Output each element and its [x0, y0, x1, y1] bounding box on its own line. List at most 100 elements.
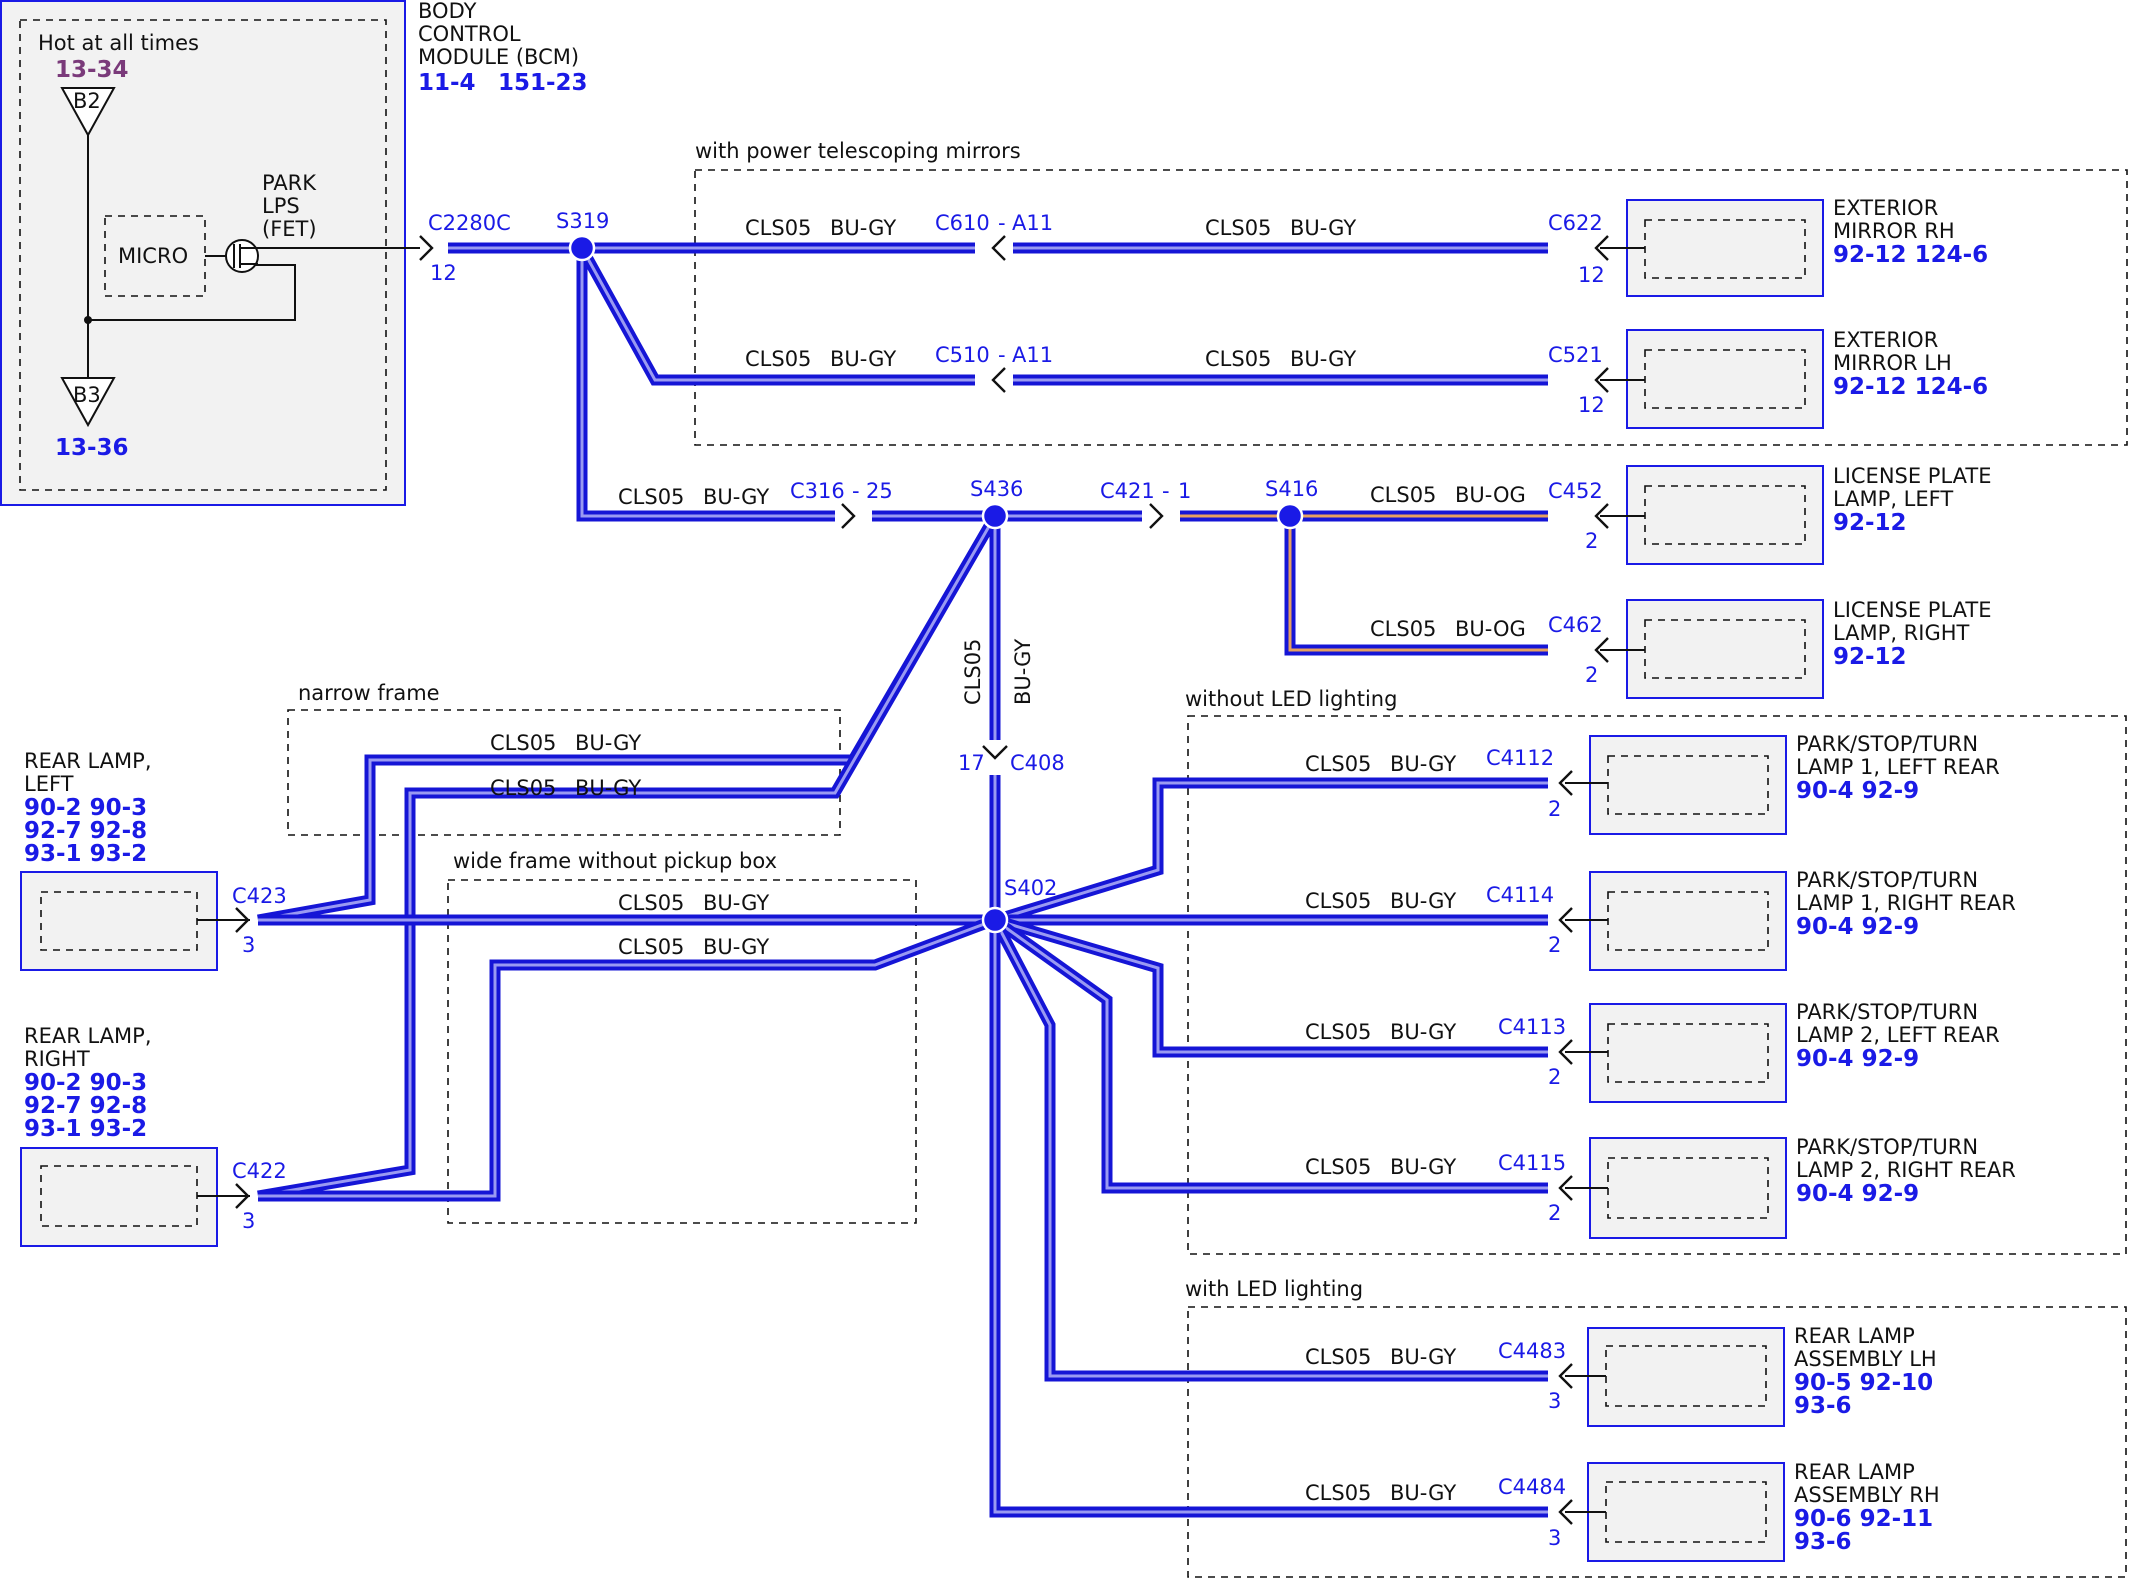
- component-rear-lamp-right: REAR LAMP, RIGHT 90-2 90-3 92-7 92-8 93-…: [20, 1024, 287, 1247]
- connector-c4113-pin: 2: [1548, 1065, 1561, 1089]
- wire-label-color: BU-GY: [703, 891, 769, 915]
- wire-label-color: BU-GY: [1390, 889, 1456, 913]
- group-without-led: [1187, 715, 2127, 1255]
- component-park-stop-turn-lamp-2-left-rear: C4113 2 PARK/STOP/TURN LAMP 2, LEFT REAR…: [1498, 1000, 2000, 1103]
- bcm-title-line-1: BODY: [418, 0, 477, 23]
- connector-c4112-pin: 2: [1548, 797, 1561, 821]
- wire-label-circuit: CLS05: [490, 731, 556, 755]
- connector-c462-pin: 2: [1585, 663, 1598, 687]
- wire-label-color: BU-GY: [1290, 347, 1356, 371]
- plate-right-name-1: LICENSE PLATE: [1833, 598, 1991, 622]
- group-with-led-label: with LED lighting: [1185, 1277, 1363, 1301]
- rear-lh-name-1: REAR LAMP: [1794, 1324, 1915, 1348]
- connector-c462-label: C462: [1548, 613, 1603, 637]
- rear-right-name-2: RIGHT: [24, 1047, 90, 1071]
- hot-at-all-times-label: Hot at all times: [38, 31, 199, 55]
- connector-c421-label: C421: [1100, 479, 1155, 503]
- fuse-b2-reference: 13-34: [55, 57, 129, 83]
- connector-c4483-pin: 3: [1548, 1389, 1561, 1413]
- connector-c4114-pin: 2: [1548, 933, 1561, 957]
- wire-label-color: BU-GY: [830, 347, 896, 371]
- wire-s436-c408-color: BU-GY: [1011, 639, 1035, 705]
- mirror-rh-name-1: EXTERIOR: [1833, 196, 1938, 220]
- pst-2r-name-2: LAMP 2, RIGHT REAR: [1796, 1158, 2016, 1182]
- connector-c4114-label: C4114: [1486, 883, 1554, 907]
- connector-c422-pin: 3: [242, 1209, 255, 1233]
- group-narrow-frame-label: narrow frame: [298, 681, 440, 705]
- component-license-plate-lamp-right: C462 2 LICENSE PLATE LAMP, RIGHT 92-12: [1548, 598, 1991, 699]
- plate-left-name-2: LAMP, LEFT: [1833, 487, 1953, 511]
- connector-c521-label: C521: [1548, 343, 1603, 367]
- connector-c622-label: C622: [1548, 211, 1603, 235]
- rear-right-refs-2: 92-7 92-8: [24, 1093, 147, 1119]
- pst-1l-refs: 90-4 92-9: [1796, 778, 1919, 804]
- component-park-stop-turn-lamp-1-left-rear: C4112 2 PARK/STOP/TURN LAMP 1, LEFT REAR…: [1486, 732, 2000, 835]
- connector-c452-label: C452: [1548, 479, 1603, 503]
- connector-c610-label: C610: [935, 211, 990, 235]
- mirror-lh-name-2: MIRROR LH: [1833, 351, 1952, 375]
- connector-c510-label: C510: [935, 343, 990, 367]
- component-rear-lamp-assembly-rh: C4484 3 REAR LAMP ASSEMBLY RH 90-6 92-11…: [1498, 1460, 1940, 1562]
- rear-left-refs-3: 93-1 93-2: [24, 841, 147, 867]
- wire-label-color: BU-OG: [1455, 617, 1526, 641]
- connector-c510-separator: -: [998, 343, 1006, 367]
- component-park-stop-turn-lamp-2-right-rear: C4115 2 PARK/STOP/TURN LAMP 2, RIGHT REA…: [1498, 1135, 2016, 1239]
- splice-s319: [568, 234, 596, 262]
- rear-lh-refs-2: 93-6: [1794, 1393, 1852, 1419]
- wire-label-color: BU-GY: [1390, 1345, 1456, 1369]
- component-exterior-mirror-rh: C622 12 EXTERIOR MIRROR RH 92-12 124-6: [1548, 196, 1988, 297]
- wire-label-circuit: CLS05: [1305, 1345, 1371, 1369]
- connector-c421-separator: -: [1162, 479, 1170, 503]
- bcm-outline: [0, 0, 406, 506]
- bcm-title-line-3: MODULE (BCM): [418, 45, 579, 69]
- rear-lh-name-2: ASSEMBLY LH: [1794, 1347, 1937, 1371]
- connector-c4115-pin: 2: [1548, 1201, 1561, 1225]
- connector-c4113-label: C4113: [1498, 1015, 1566, 1039]
- pst-1r-name-1: PARK/STOP/TURN: [1796, 868, 1978, 892]
- bcm-reference-b: 151-23: [498, 70, 588, 96]
- rear-right-refs-1: 90-2 90-3: [24, 1070, 147, 1096]
- group-wide-frame: [447, 879, 917, 1224]
- wire-s402-c4484: [989, 920, 1548, 1518]
- group-narrow-frame: [287, 709, 841, 836]
- plate-left-name-1: LICENSE PLATE: [1833, 464, 1991, 488]
- park-lps-label-line-1: PARK: [262, 171, 317, 195]
- rear-left-name-2: LEFT: [24, 772, 74, 796]
- wire-label-circuit: CLS05: [1305, 1020, 1371, 1044]
- wire-label-circuit: CLS05: [745, 347, 811, 371]
- rear-left-refs-1: 90-2 90-3: [24, 795, 147, 821]
- connector-c2280c-label: C2280C: [428, 211, 511, 235]
- pst-2l-name-2: LAMP 2, LEFT REAR: [1796, 1023, 2000, 1047]
- wire-label-color: BU-GY: [575, 731, 641, 755]
- pst-2r-name-1: PARK/STOP/TURN: [1796, 1135, 1978, 1159]
- connector-c521-pin: 12: [1578, 393, 1605, 417]
- connector-c4483-label: C4483: [1498, 1339, 1566, 1363]
- wire-label-color: BU-GY: [703, 485, 769, 509]
- splice-s416-label: S416: [1265, 477, 1318, 501]
- mirror-rh-refs: 92-12 124-6: [1833, 242, 1988, 268]
- fuse-b3-label: B3: [73, 383, 101, 407]
- wire-label-color: BU-GY: [1290, 216, 1356, 240]
- wire-s402-c4112: [993, 777, 1548, 926]
- rear-rh-name-2: ASSEMBLY RH: [1794, 1483, 1940, 1507]
- wire-label-circuit: CLS05: [745, 216, 811, 240]
- splice-s436-label: S436: [970, 477, 1023, 501]
- mirror-rh-name-2: MIRROR RH: [1833, 219, 1955, 243]
- wire-label-circuit: CLS05: [1370, 617, 1436, 641]
- splice-s416: [1276, 502, 1304, 530]
- group-power-telescoping-mirrors: [694, 169, 2128, 446]
- rear-rh-refs-2: 93-6: [1794, 1529, 1852, 1555]
- wire-label-circuit: CLS05: [1305, 752, 1371, 776]
- wire-label-circuit: CLS05: [1205, 347, 1271, 371]
- connector-c421-pin: 1: [1178, 479, 1191, 503]
- wire-label-circuit: CLS05: [1305, 1155, 1371, 1179]
- park-lps-label-line-3: (FET): [262, 217, 317, 241]
- rear-lh-refs-1: 90-5 92-10: [1794, 1370, 1933, 1396]
- component-rear-lamp-assembly-lh: C4483 3 REAR LAMP ASSEMBLY LH 90-5 92-10…: [1498, 1324, 1937, 1427]
- connector-c2280c-icon: [419, 235, 434, 261]
- rear-left-refs-2: 92-7 92-8: [24, 818, 147, 844]
- group-without-led-label: without LED lighting: [1185, 687, 1397, 711]
- connector-c421-icon: [1149, 503, 1164, 529]
- wire-label-color: BU-GY: [1390, 1020, 1456, 1044]
- wire-label-circuit: CLS05: [1305, 889, 1371, 913]
